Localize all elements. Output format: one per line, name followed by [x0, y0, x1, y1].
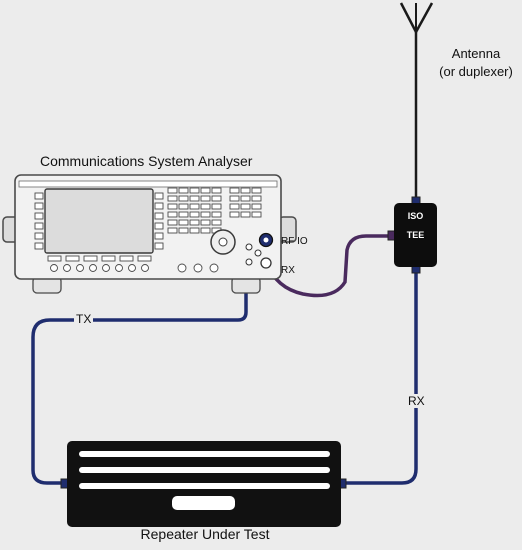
repeater-under-test [60, 441, 347, 527]
panel-button [154, 212, 164, 220]
panel-knob [89, 264, 97, 272]
panel-knob [209, 263, 219, 273]
panel-button [240, 187, 251, 194]
panel-button [200, 211, 211, 218]
panel-button [211, 219, 222, 226]
panel-button [211, 211, 222, 218]
panel-button [167, 195, 178, 202]
repeater-label: Repeater Under Test [140, 526, 270, 542]
panel-button [229, 187, 240, 194]
panel-button [34, 212, 44, 220]
panel-knob [102, 264, 110, 272]
panel-button [211, 187, 222, 194]
panel-button [189, 219, 200, 226]
panel-button [200, 187, 211, 194]
panel-button [240, 203, 251, 210]
panel-button [178, 219, 189, 226]
panel-button [34, 242, 44, 250]
panel-button [178, 211, 189, 218]
panel-knob [115, 264, 123, 272]
tee-label: TEE [406, 230, 425, 240]
panel-button [178, 195, 189, 202]
iso-tee-cable [265, 234, 393, 298]
panel-button [251, 203, 262, 210]
panel-button [189, 203, 200, 210]
antenna-icon [399, 2, 434, 200]
panel-button [34, 222, 44, 230]
tx-cable [31, 265, 248, 485]
antenna-label-line1: Antenna [451, 46, 501, 61]
panel-button [34, 202, 44, 210]
rf-io-label: RF IO [281, 236, 308, 247]
panel-button [167, 211, 178, 218]
panel-button [167, 219, 178, 226]
panel-knob [141, 264, 149, 272]
panel-button [200, 203, 211, 210]
panel-button [211, 195, 222, 202]
panel-button [200, 219, 211, 226]
panel-knob [177, 263, 187, 273]
panel-button [154, 242, 164, 250]
panel-button [34, 232, 44, 240]
panel-button [154, 192, 164, 200]
panel-button [154, 232, 164, 240]
panel-button [251, 187, 262, 194]
panel-button [65, 255, 80, 262]
panel-button [167, 187, 178, 194]
tx-cable-label: TX [74, 312, 94, 326]
panel-button [211, 203, 222, 210]
rx-port-label: RX [281, 265, 295, 276]
rx-cable [339, 272, 418, 485]
panel-button [251, 195, 262, 202]
panel-button [47, 255, 62, 262]
panel-button [154, 202, 164, 210]
panel-knob [50, 264, 58, 272]
panel-button [189, 195, 200, 202]
panel-button [101, 255, 116, 262]
panel-button [178, 203, 189, 210]
panel-button [240, 195, 251, 202]
iso-label: ISO [407, 211, 424, 221]
antenna-label-line2: (or duplexer) [439, 64, 513, 79]
panel-button [200, 227, 211, 234]
panel-button [229, 211, 240, 218]
panel-button [167, 203, 178, 210]
panel-button [251, 211, 262, 218]
panel-button [189, 187, 200, 194]
panel-button [34, 192, 44, 200]
panel-button [240, 211, 251, 218]
panel-button [154, 222, 164, 230]
panel-knob [63, 264, 71, 272]
panel-button [189, 211, 200, 218]
panel-button [119, 255, 134, 262]
panel-button [178, 187, 189, 194]
rx-port [260, 257, 272, 269]
panel-button [137, 255, 152, 262]
panel-button [229, 203, 240, 210]
panel-button [178, 227, 189, 234]
communications-system-analyser [2, 174, 297, 294]
panel-knob [128, 264, 136, 272]
iso-tee [387, 196, 437, 274]
analyser-label: Communications System Analyser [40, 153, 253, 169]
panel-button [200, 195, 211, 202]
panel-button [167, 227, 178, 234]
panel-knob [193, 263, 203, 273]
panel-button [229, 195, 240, 202]
rx-cable-label: RX [406, 394, 427, 408]
panel-button [83, 255, 98, 262]
antenna-label: Antenna (or duplexer) [428, 45, 522, 81]
panel-knob [76, 264, 84, 272]
panel-button [189, 227, 200, 234]
